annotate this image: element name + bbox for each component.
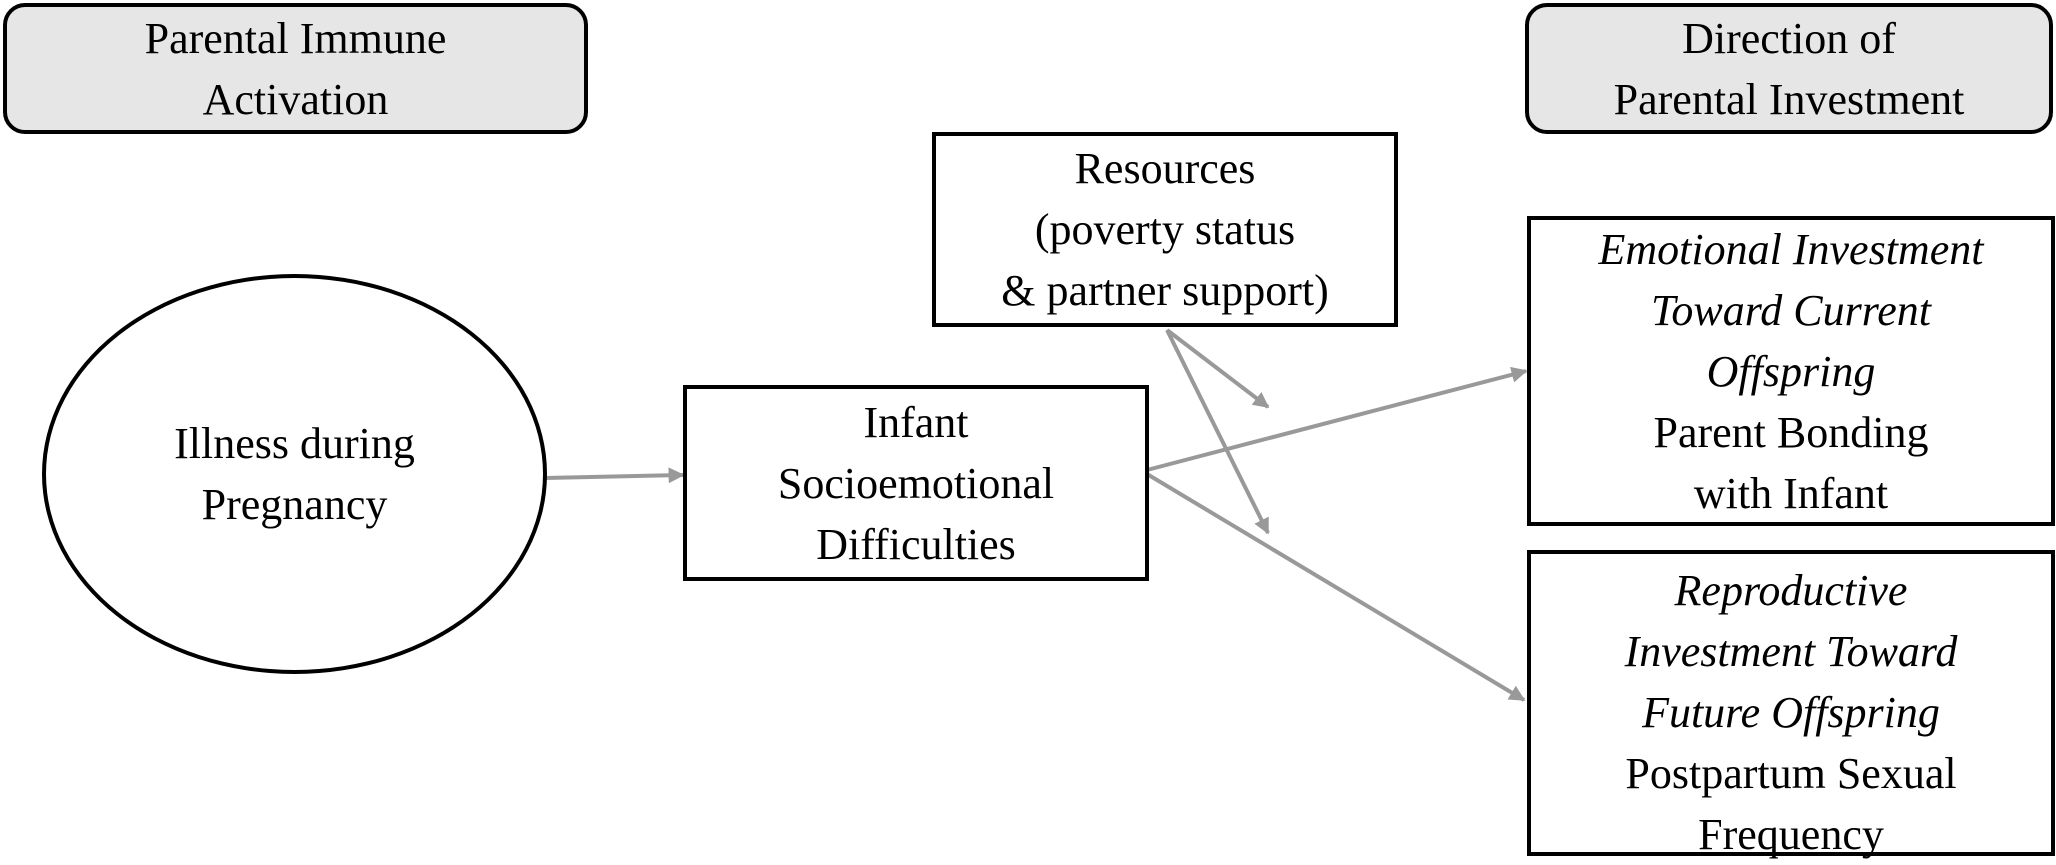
reproductive-italic-line-2: Investment Toward [1624,627,1958,676]
illness-line-1: Illness during [174,419,415,468]
node-infant-socioemotional-difficulties: Infant Socioemotional Difficulties [683,385,1149,581]
emotional-plain-line-1: Parent Bonding [1653,407,1929,457]
node-emotional-investment: Emotional Investment Toward Current Offs… [1527,216,2055,526]
infant-line-2: Socioemotional [777,458,1055,508]
emotional-italic-line-3: Offspring [1706,346,1876,396]
header-parental-immune-activation: Parental Immune Activation [3,3,588,134]
emotional-italic-line-2: Toward Current [1651,285,1931,335]
header-left-line-1: Parental Immune [144,13,447,63]
arrow-infant-to-emotional [1146,366,1528,472]
arrow-resources-moderates-emotional-path [1165,328,1270,409]
reproductive-italic-line-3: Future Offspring [1642,688,1940,737]
arrow-resources-moderates-reproductive-path [1165,329,1270,535]
reproductive-plain-line-1: Postpartum Sexual [1625,749,1957,798]
node-reproductive-investment: Reproductive Investment Toward Future Of… [1527,550,2055,859]
header-right-line-2: Parental Investment [1613,74,1965,124]
infant-line-3: Difficulties [816,519,1016,569]
emotional-plain-line-2: with Infant [1693,468,1889,518]
node-illness-during-pregnancy: Illness during Pregnancy [42,274,547,674]
header-right-line-1: Direction of [1682,13,1896,63]
resources-line-1: Resources [1074,144,1256,193]
resources-line-2: (poverty status [1034,205,1296,254]
reproductive-italic-line-1: Reproductive [1674,566,1908,615]
reproductive-plain-line-2: Frequency [1698,810,1884,859]
resources-line-3: & partner support) [1001,266,1329,315]
arrow-infant-to-reproductive [1145,472,1526,702]
emotional-italic-line-1: Emotional Investment [1598,224,1984,274]
header-left-line-2: Activation [202,74,389,124]
illness-line-2: Pregnancy [201,480,388,529]
infant-line-1: Infant [863,397,969,447]
header-direction-of-parental-investment: Direction of Parental Investment [1525,3,2053,134]
node-resources: Resources (poverty status & partner supp… [932,132,1398,327]
arrow-illness-to-infant [544,467,685,484]
